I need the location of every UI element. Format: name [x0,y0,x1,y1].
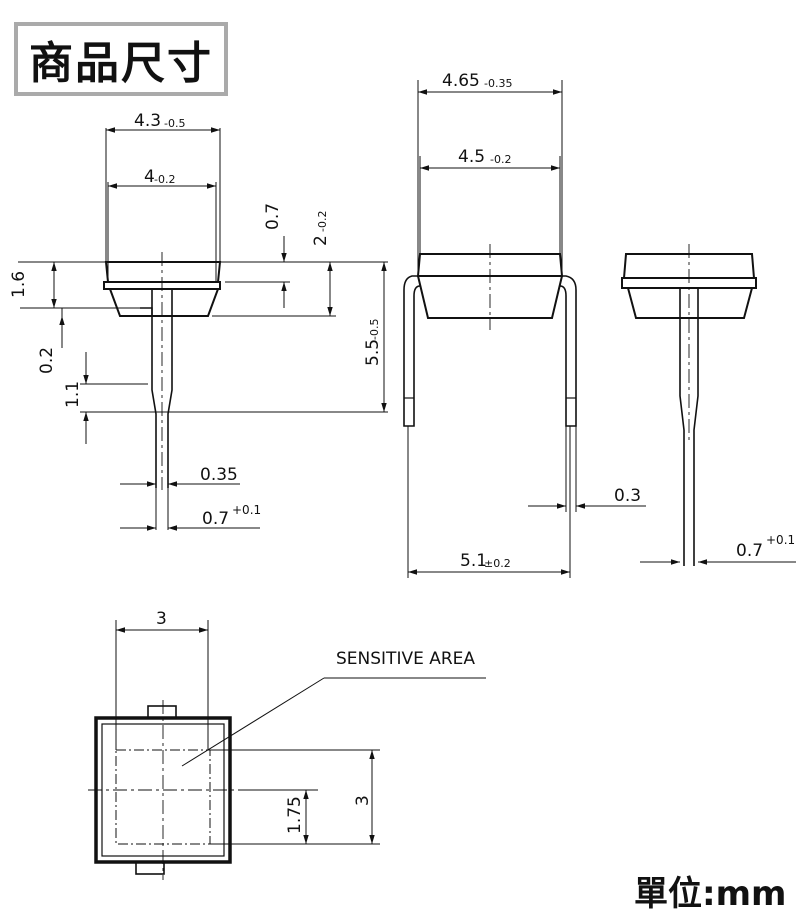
dim-5-1: 5.1 [460,551,487,571]
dim-0-7-right-tol: +0.1 [766,533,795,547]
dim-0-7: 0.7 [263,203,283,230]
bottom-view-labels: 3 3 1.75 SENSITIVE AREA [156,609,475,834]
dim-0-35: 0.35 [200,465,238,485]
dim-2: 2 [311,235,331,246]
dim-2-tol: -0.2 [316,211,329,232]
side-view-labels: 4.65 -0.35 4.5 -0.2 0.3 5.1 ±0.2 [442,71,641,571]
dim-5-5-tol: -0.5 [368,319,381,340]
dim-1-1: 1.1 [63,381,83,408]
dim-5-5: 5.5 [363,339,383,366]
title-box: 商品尺寸 [14,22,228,96]
dim-3-width: 3 [156,609,167,629]
dim-0-7-right: 0.7 [736,541,763,561]
dim-4-tol: -0.2 [154,173,175,186]
right-view [621,244,796,566]
dim-0-7-lead: 0.7 [202,509,229,529]
dim-0-2: 0.2 [37,347,57,374]
bottom-view [88,620,486,880]
dim-4-3: 4.3 [134,111,161,131]
dim-4-5: 4.5 [458,147,485,167]
dim-4-3-tol: -0.5 [164,117,185,130]
front-view [18,127,388,531]
dim-0-7-lead-tol: +0.1 [232,503,261,517]
dim-3-height: 3 [353,795,373,806]
dim-4: 4 [144,167,155,187]
dim-5-1-tol: ±0.2 [484,557,511,570]
page-title: 商品尺寸 [29,38,213,89]
dim-4-5-tol: -0.2 [490,153,511,166]
right-view-labels: 0.7 +0.1 [736,533,795,561]
dim-4-65: 4.65 [442,71,480,91]
dim-1-75: 1.75 [285,796,305,834]
unit-label: 單位:mm [634,874,787,914]
side-view [403,80,646,578]
dim-1-6: 1.6 [9,271,29,298]
dim-4-65-tol: -0.35 [484,77,512,90]
front-view-labels: 4.3 -0.5 4 -0.2 0.7 2 -0.2 1.6 5.5 -0.5 … [9,111,383,529]
dim-0-3: 0.3 [614,486,641,506]
sensitive-area-label: SENSITIVE AREA [336,649,475,669]
